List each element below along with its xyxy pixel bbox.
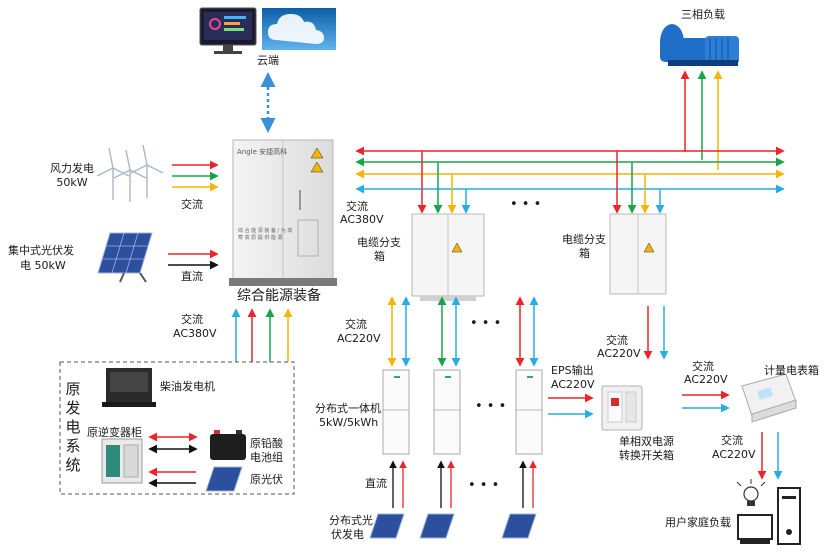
solar-panel-icon bbox=[205, 466, 243, 492]
ellipsis-pv: • • • bbox=[468, 478, 500, 493]
diesel-generator-label: 柴油发电机 bbox=[160, 380, 215, 393]
lead-acid-label-line1: 原铅酸 bbox=[250, 437, 283, 450]
bulb-icon bbox=[736, 479, 766, 506]
original-pv-label: 原光伏 bbox=[250, 473, 283, 486]
branch-box-2-label-line2: 箱 bbox=[579, 247, 590, 260]
home-ac-voltage-label: AC220V bbox=[712, 448, 756, 461]
wind-ac-label: 交流 bbox=[181, 198, 203, 211]
computer-icon bbox=[737, 487, 801, 545]
home-ac-label: 交流 bbox=[721, 434, 743, 447]
branch-box-1-label-line1: 电缆分支 bbox=[357, 236, 401, 249]
cabinet-text-label: 综 合 能 源 装 备 / 为 高 寒 高 原 提 供 能 源 bbox=[238, 228, 293, 241]
distributed-unit-spec-label: 5kW/5kWh bbox=[319, 416, 379, 429]
wind-capacity-label: 50kW bbox=[56, 176, 88, 189]
distributed-pv-label-line1: 分布式光 bbox=[329, 514, 373, 527]
distributed-pv-label-line2: 伏发电 bbox=[331, 528, 364, 541]
ellipsis-units: • • • bbox=[475, 399, 507, 414]
ellipsis-branch: • • • bbox=[470, 316, 502, 331]
central-pv-dc-label: 直流 bbox=[181, 270, 203, 283]
original-system-frame bbox=[59, 361, 295, 495]
warning-icon bbox=[310, 147, 324, 173]
home-load-label: 用户家庭负载 bbox=[665, 516, 731, 529]
meter-box-label: 计量电表箱 bbox=[764, 364, 819, 377]
ac220-left-voltage-label: AC220V bbox=[337, 332, 381, 345]
inverter-cabinet-icon bbox=[101, 438, 143, 484]
monitor-icon bbox=[199, 7, 257, 54]
ellipsis-bus: • • • bbox=[510, 197, 542, 212]
solar-panel-icon bbox=[97, 232, 153, 283]
ac-bus-voltage-label: AC380V bbox=[340, 213, 384, 226]
distributed-dc-label: 直流 bbox=[365, 477, 387, 490]
wind-power-label: 风力发电 bbox=[50, 162, 94, 175]
switch-box-icon bbox=[601, 385, 643, 431]
distributed-unit-3 bbox=[515, 369, 543, 455]
meter-ac-voltage-label: AC220V bbox=[684, 373, 728, 386]
ac-bus-label: 交流 bbox=[346, 200, 368, 213]
ats-label-line1: 单相双电源 bbox=[619, 435, 674, 448]
ats-label-line2: 转换开关箱 bbox=[619, 449, 674, 462]
cabinet-brand-label: Angle 安捷高科 bbox=[237, 148, 288, 156]
wind-turbine-icon bbox=[96, 144, 164, 202]
pump-icon bbox=[660, 24, 739, 66]
original-inverter-label: 原逆变器柜 bbox=[87, 426, 142, 439]
central-pv-label-line1: 集中式光伏发 bbox=[8, 244, 74, 257]
original-system-label: 原发电系统 bbox=[65, 380, 81, 474]
cable-branch-box-1 bbox=[411, 213, 485, 301]
eps-output-label: EPS输出 bbox=[551, 364, 594, 377]
branch-box-2-label-line1: 电缆分支 bbox=[562, 233, 606, 246]
distributed-unit-2 bbox=[433, 369, 461, 455]
cloud-label: 云端 bbox=[257, 54, 279, 67]
lead-acid-label-line2: 电池组 bbox=[250, 451, 283, 464]
ac-in-label: 交流 bbox=[181, 313, 203, 326]
cloud-icon bbox=[262, 8, 336, 50]
ac220-right-voltage-label: AC220V bbox=[597, 347, 641, 360]
distributed-unit-1 bbox=[382, 369, 410, 455]
meter-box-icon bbox=[741, 373, 797, 423]
meter-ac-label: 交流 bbox=[692, 360, 714, 373]
battery-icon bbox=[210, 430, 246, 460]
eps-voltage-label: AC220V bbox=[551, 378, 595, 391]
ac220-left-label: 交流 bbox=[345, 318, 367, 331]
central-pv-label-line2: 电 50kW bbox=[20, 259, 66, 272]
distributed-unit-label: 分布式一体机 bbox=[315, 402, 381, 415]
ac220-right-label: 交流 bbox=[606, 334, 628, 347]
cabinet-icon bbox=[229, 139, 337, 286]
three-phase-load-label: 三相负载 bbox=[681, 8, 725, 21]
solar-panel-icon bbox=[369, 513, 537, 539]
diesel-generator-icon bbox=[102, 368, 156, 407]
ac-in-voltage-label: AC380V bbox=[173, 327, 217, 340]
integrated-device-label: 综合能源装备 bbox=[237, 288, 321, 304]
cable-branch-box-2 bbox=[609, 213, 667, 295]
branch-box-1-label-line2: 箱 bbox=[374, 250, 385, 263]
